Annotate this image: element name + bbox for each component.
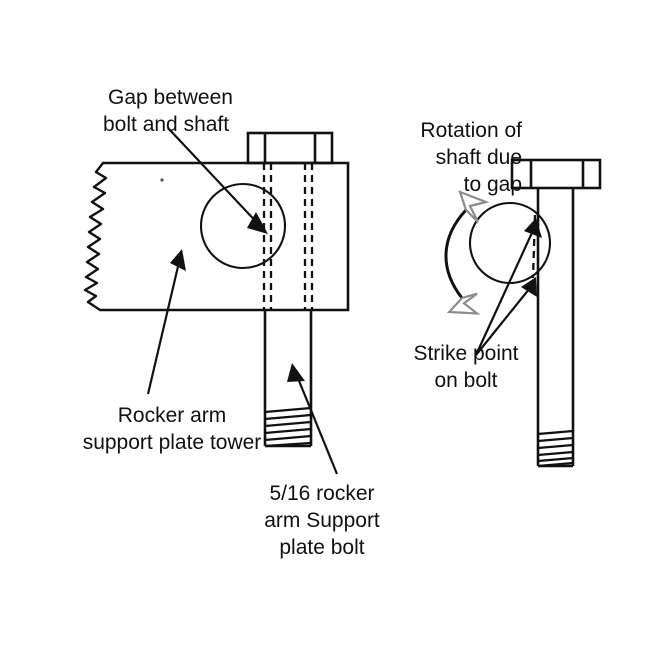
rotation-callout-line3: to gap (464, 173, 522, 196)
left-bolt-head-body (246, 131, 334, 165)
left-bolt-head (246, 131, 334, 165)
tower-leader-arrowhead (170, 249, 186, 271)
gap-callout-line1: Gap between (108, 86, 233, 109)
tower-leader-line (146, 257, 182, 395)
tower-body (83, 161, 350, 312)
bolt-callout-line2: arm Support (264, 509, 380, 532)
strike-point-leaders (474, 218, 542, 356)
strike-leader-upper (474, 223, 538, 356)
gap-callout-line2: bolt and shaft (103, 113, 229, 136)
left-bolt-threads (264, 406, 312, 448)
strike-callout-line2: on bolt (434, 369, 497, 392)
rotation-arc-path (444, 208, 468, 299)
right-bolt-threads (537, 429, 574, 468)
bolt-leader-line (293, 370, 339, 475)
strike-leader-lower (475, 282, 535, 356)
bolt-callout-line1: 5/16 rocker (269, 482, 374, 505)
rotation-arrow (444, 190, 490, 315)
rotation-arrowhead-top (458, 190, 490, 223)
right-bolt-shank (536, 188, 575, 468)
left-shaft-bore-circle (199, 182, 287, 270)
stray-dot (160, 178, 164, 182)
left-view-leaders (146, 127, 339, 475)
tower-callout-line2: support plate tower (83, 431, 262, 454)
tower-break-edge (83, 161, 108, 312)
right-bolt-head-body (510, 158, 602, 190)
right-view-assembly (444, 158, 602, 468)
right-bolt-head (510, 158, 602, 190)
gap-leader-line (167, 127, 263, 229)
tower-callout-line1: Rocker arm (118, 404, 227, 427)
rotation-callout-line2: shaft due (436, 146, 522, 169)
bolt-leader-arrowhead (287, 363, 305, 382)
tower-outline (100, 161, 350, 312)
labels-layer: Gap between bolt and shaft Rocker arm su… (83, 86, 522, 559)
rotation-callout-line1: Rotation of (420, 119, 522, 142)
bolt-callout-line3: plate bolt (279, 536, 364, 559)
strike-arrowhead-upper (524, 218, 542, 238)
right-gap-dashed (531, 214, 537, 279)
gap-leader-arrowhead (247, 212, 268, 234)
strike-arrowhead-lower (521, 277, 537, 297)
rotation-arrowhead-bottom (446, 292, 481, 315)
strike-callout-line1: Strike point (413, 342, 518, 365)
left-bolt-hidden-edges (262, 163, 314, 310)
left-view-assembly (83, 131, 350, 448)
